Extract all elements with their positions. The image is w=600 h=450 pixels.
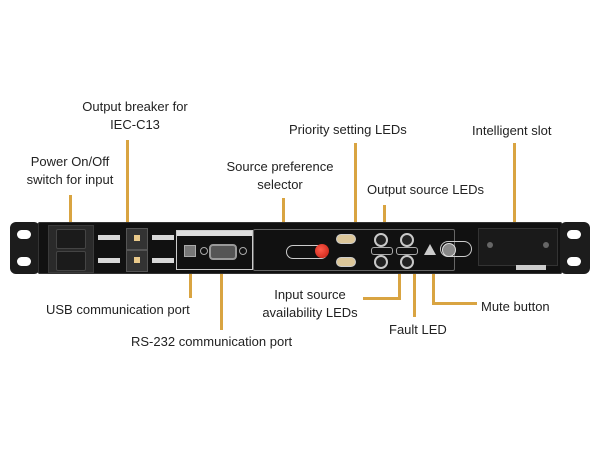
fault-led-icon bbox=[424, 244, 436, 255]
output-led-a bbox=[400, 233, 414, 247]
mount-hole bbox=[17, 230, 31, 239]
power-switch-frame bbox=[48, 225, 94, 273]
ups-chassis bbox=[10, 222, 590, 274]
selector-knob-icon bbox=[315, 244, 329, 258]
output-led-b bbox=[400, 255, 414, 269]
mount-hole bbox=[567, 230, 581, 239]
mount-hole bbox=[17, 257, 31, 266]
label-output-source-leds: Output source LEDs bbox=[367, 182, 485, 197]
indicator-label bbox=[371, 247, 393, 255]
breaker-tag bbox=[152, 235, 174, 240]
label-fault-led: Fault LED bbox=[389, 322, 447, 337]
front-panel bbox=[38, 222, 562, 274]
label-power-switch: Power On/Off switch for input bbox=[26, 154, 114, 187]
speaker-mute-icon bbox=[442, 243, 456, 257]
leader-fault bbox=[413, 262, 416, 317]
rack-ear-right bbox=[560, 222, 590, 274]
priority-led-b bbox=[336, 257, 356, 267]
priority-led-a bbox=[336, 234, 356, 244]
leader-output-source bbox=[383, 205, 386, 235]
leader-input-avail-v bbox=[398, 262, 401, 300]
label-input-avail-leds: Input source availability LEDs bbox=[262, 287, 358, 320]
input-led-b bbox=[374, 255, 388, 269]
label-mute-button: Mute button bbox=[481, 299, 550, 314]
comm-header bbox=[177, 231, 252, 236]
mute-button[interactable] bbox=[440, 241, 472, 257]
label-usb-port: USB communication port bbox=[46, 302, 190, 317]
screw-icon bbox=[487, 242, 493, 248]
leader-input-avail-h bbox=[363, 297, 401, 300]
rs232-port[interactable] bbox=[209, 244, 237, 260]
indicator-label bbox=[396, 247, 418, 255]
breaker-tag bbox=[152, 258, 174, 263]
control-panel bbox=[253, 229, 455, 271]
leader-intelligent-slot bbox=[513, 143, 516, 245]
leader-output-breaker bbox=[126, 140, 129, 265]
label-output-breaker: Output breaker for IEC-C13 bbox=[82, 99, 188, 132]
leader-usb bbox=[189, 262, 192, 298]
leader-priority-v bbox=[354, 143, 357, 258]
label-source-pref: Source preference selector bbox=[226, 159, 334, 192]
screw-icon bbox=[239, 247, 247, 255]
leader-mute-v bbox=[432, 262, 435, 304]
screw-icon bbox=[543, 242, 549, 248]
rack-ear-left bbox=[10, 222, 40, 274]
slot-label bbox=[516, 265, 546, 270]
output-breaker-2[interactable] bbox=[126, 250, 148, 272]
leader-rs232 bbox=[220, 262, 223, 330]
leader-mute-h bbox=[432, 302, 477, 305]
switch-tag bbox=[98, 235, 120, 240]
input-led-a bbox=[374, 233, 388, 247]
label-priority-leds: Priority setting LEDs bbox=[289, 122, 407, 137]
communication-panel bbox=[176, 230, 253, 270]
label-intelligent-slot: Intelligent slot bbox=[472, 123, 552, 138]
screw-icon bbox=[200, 247, 208, 255]
intelligent-slot[interactable] bbox=[478, 228, 558, 266]
power-switch-2[interactable] bbox=[56, 251, 86, 271]
output-breaker-1[interactable] bbox=[126, 228, 148, 250]
power-switch-1[interactable] bbox=[56, 229, 86, 249]
mount-hole bbox=[567, 257, 581, 266]
source-preference-selector[interactable] bbox=[286, 244, 329, 259]
usb-port[interactable] bbox=[184, 245, 196, 257]
switch-tag bbox=[98, 258, 120, 263]
label-rs232-port: RS-232 communication port bbox=[131, 334, 293, 349]
